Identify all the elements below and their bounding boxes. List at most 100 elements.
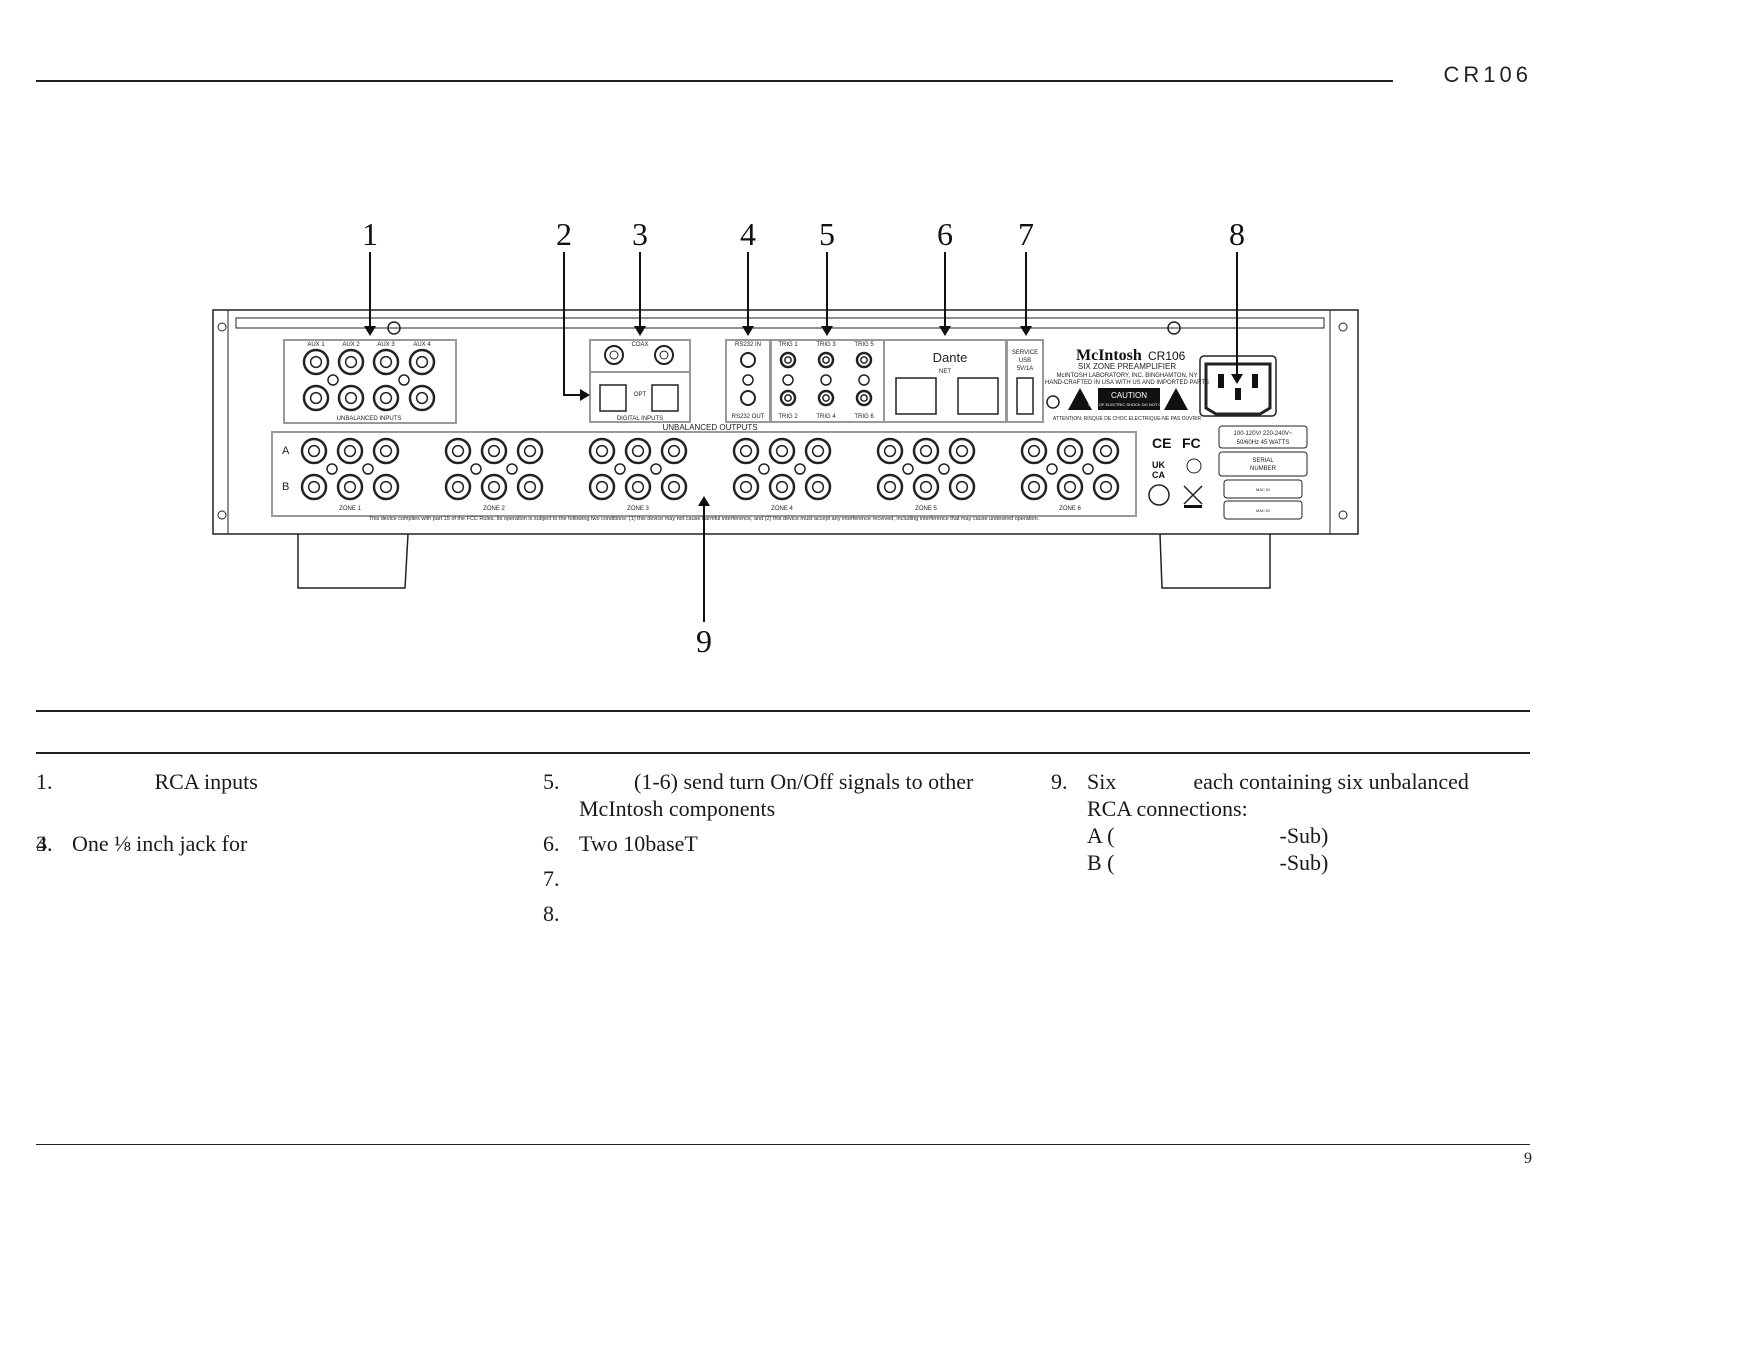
- zone-label: ZONE 4: [771, 506, 793, 512]
- rca-jack: [302, 348, 330, 376]
- rca-jack: [660, 437, 688, 465]
- rca-jack: [660, 473, 688, 501]
- list-item: 4.One ⅛ inch jack for: [36, 831, 248, 856]
- rca-jack-center: [487, 444, 501, 458]
- rca-jack-center: [784, 394, 792, 402]
- attention-label: ATTENTION: RISQUE DE CHOC ELECTRIQUE-NE …: [1053, 416, 1202, 422]
- rca-jack: [779, 351, 797, 369]
- list-item: 8.: [543, 901, 560, 926]
- aux-jacks: [302, 348, 436, 412]
- list-column-1: 1. RCA inputs 3. 4.One ⅛ inch jack for: [36, 768, 506, 865]
- row-a-label: A: [282, 445, 290, 457]
- callout-6: 6: [937, 216, 953, 252]
- callout-4: 4: [740, 216, 756, 252]
- zone-label: ZONE 5: [915, 506, 937, 512]
- rca-jack: [336, 437, 364, 465]
- aux2-label: AUX 2: [342, 342, 360, 348]
- rca-jack-center: [739, 480, 753, 494]
- list-item: 1. RCA inputs: [36, 769, 258, 794]
- callout-3: 3: [632, 216, 648, 252]
- rca-jack: [302, 384, 330, 412]
- rca-jack-center: [344, 355, 358, 369]
- rca-jack-center: [415, 391, 429, 405]
- rca-jack-center: [595, 480, 609, 494]
- rca-jack: [480, 437, 508, 465]
- rca-jack: [912, 473, 940, 501]
- rca-jack-center: [451, 444, 465, 458]
- rca-jack: [300, 437, 328, 465]
- ukca-mark-2: CA: [1152, 470, 1165, 480]
- rca-jack-center: [919, 444, 933, 458]
- rca-jack: [948, 473, 976, 501]
- rca-jack: [408, 384, 436, 412]
- rca-jack-center: [883, 444, 897, 458]
- rca-jack-center: [919, 480, 933, 494]
- rca-jack-center: [595, 444, 609, 458]
- rca-jack-center: [1027, 480, 1041, 494]
- aux3-label: AUX 3: [377, 342, 395, 348]
- row-b-label: B: [282, 481, 289, 493]
- rca-jack-center: [667, 444, 681, 458]
- ground-screw: [794, 463, 806, 475]
- callout-9: 9: [696, 623, 712, 659]
- rca-jack-center: [343, 444, 357, 458]
- zone-label: ZONE 3: [627, 506, 649, 512]
- rca-jack-center: [775, 444, 789, 458]
- rca-jack-center: [631, 480, 645, 494]
- rca-jack-center: [955, 480, 969, 494]
- rca-jack-center: [739, 444, 753, 458]
- callout-8: 8: [1229, 216, 1245, 252]
- ground-screw: [858, 374, 870, 386]
- rca-jack-center: [487, 480, 501, 494]
- rca-jack: [372, 473, 400, 501]
- rca-jack: [516, 473, 544, 501]
- digital-inputs-label: DIGITAL INPUTS: [617, 416, 663, 422]
- ground-screw: [650, 463, 662, 475]
- rca-jack: [624, 437, 652, 465]
- rca-jack: [876, 437, 904, 465]
- brand-model: CR106: [1148, 349, 1186, 363]
- rca-jack-center: [784, 356, 792, 364]
- mac-id-1: MAC ID: [1256, 487, 1270, 492]
- rca-jack: [337, 384, 365, 412]
- rca-jack: [948, 437, 976, 465]
- rca-jack-center: [415, 355, 429, 369]
- callout-2: 2: [556, 216, 572, 252]
- rca-jack-center: [822, 356, 830, 364]
- callout-5: 5: [819, 216, 835, 252]
- ground-screw: [470, 463, 482, 475]
- fc-mark: FC: [1182, 435, 1201, 451]
- trig1-label: TRIG 1: [778, 342, 798, 348]
- rca-jack-center: [307, 444, 321, 458]
- rca-jack-center: [309, 391, 323, 405]
- ukca-mark: UK: [1152, 460, 1165, 470]
- rca-jack-center: [451, 480, 465, 494]
- rs232-in-label: RS232 IN: [735, 342, 761, 348]
- rca-jack: [804, 437, 832, 465]
- rca-jack: [588, 473, 616, 501]
- rca-jack: [372, 384, 400, 412]
- rca-jack-center: [1099, 480, 1113, 494]
- page-number: 9: [1524, 1150, 1532, 1167]
- rca-jack-center: [523, 444, 537, 458]
- section-rule-top: [36, 710, 1530, 712]
- rca-jack: [336, 473, 364, 501]
- ground-screw: [938, 463, 950, 475]
- zone-output-jacks: [300, 437, 1120, 501]
- brand-lab: McINTOSH LABORATORY, INC. BINGHAMTON, NY: [1056, 373, 1197, 379]
- rca-jack-center: [860, 394, 868, 402]
- rca-jack: [912, 437, 940, 465]
- dante-logo: Dante: [933, 350, 968, 365]
- trig5-label: TRIG 5: [854, 342, 874, 348]
- rca-jack: [444, 473, 472, 501]
- rca-jack-center: [1099, 444, 1113, 458]
- rca-jack: [588, 437, 616, 465]
- net-label: NET: [939, 369, 951, 375]
- rca-jack: [337, 348, 365, 376]
- rca-jack: [768, 473, 796, 501]
- ground-screw: [782, 374, 794, 386]
- rca-jack-center: [343, 480, 357, 494]
- rca-jack-center: [811, 444, 825, 458]
- rca-jack: [624, 473, 652, 501]
